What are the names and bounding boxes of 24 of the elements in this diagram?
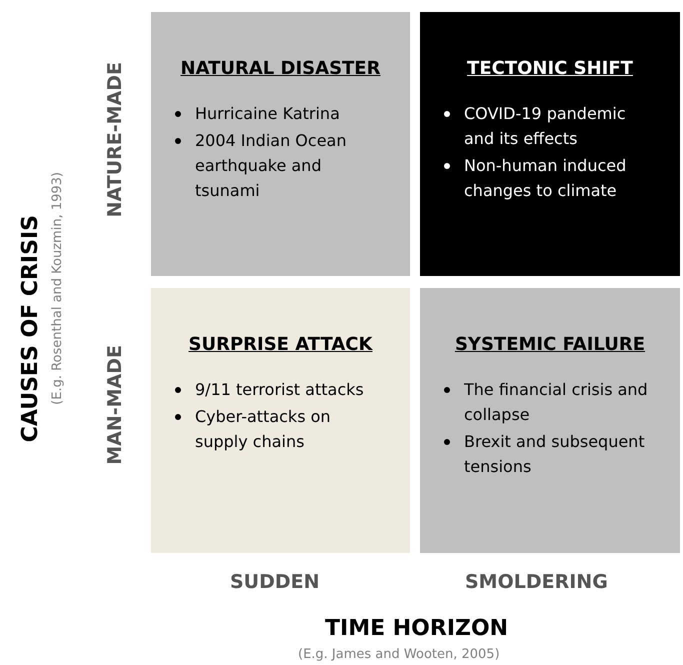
quadrant-panel — [420, 288, 680, 553]
column-label: SMOLDERING — [465, 571, 608, 593]
bullet-text: The financial crisis and collapse — [464, 380, 648, 424]
quadrant-panel — [151, 288, 410, 553]
bullet-text: Brexit and subsequent tensions — [464, 432, 645, 476]
bullet-text: 9/11 terrorist attacks — [195, 380, 364, 399]
axis-source-note: (E.g. James and Wooten, 2005) — [298, 647, 500, 662]
quadrant-panel — [420, 12, 680, 276]
axis-title: TIME HORIZON — [325, 616, 508, 641]
row-label: NATURE-MADE — [104, 62, 126, 218]
column-label: SUDDEN — [230, 571, 320, 593]
bullet-text: Cyber-attacks on supply chains — [195, 407, 331, 451]
axis-title: CAUSES OF CRISIS — [18, 215, 43, 442]
bullet-text: Hurricaine Katrina — [195, 104, 340, 123]
quadrant-heading: NATURAL DISASTER — [180, 58, 380, 79]
row-label: MAN-MADE — [104, 345, 126, 465]
bullet-text: Non-human induced changes to climate — [464, 156, 626, 200]
bullet-text: COVID-19 pandemic and its effects — [464, 104, 626, 148]
bullet-text: 2004 Indian Ocean earthquake and tsunami — [195, 131, 346, 200]
axis-source-note: (E.g. Rosenthal and Kouzmin, 1993) — [50, 172, 65, 405]
quadrant-heading: TECTONIC SHIFT — [467, 58, 633, 79]
quadrant-heading: SYSTEMIC FAILURE — [454, 334, 646, 355]
quadrant-heading: SURPRISE ATTACK — [188, 334, 372, 355]
quadrant-panel — [151, 12, 410, 276]
